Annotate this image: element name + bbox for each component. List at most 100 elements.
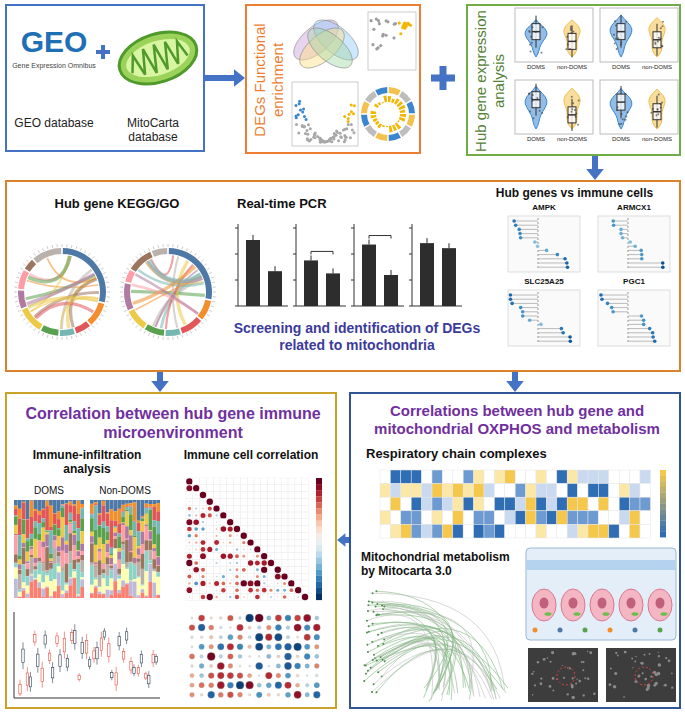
stack-segment bbox=[34, 511, 38, 522]
correlation-dot bbox=[202, 508, 204, 510]
stack-segment bbox=[14, 579, 18, 598]
stack-segment bbox=[49, 581, 53, 596]
chord-tick bbox=[30, 325, 32, 327]
stack-segment bbox=[30, 573, 34, 575]
stack-segment bbox=[69, 585, 73, 598]
stack-segment bbox=[94, 505, 98, 529]
box bbox=[152, 654, 154, 663]
heatmap-cell bbox=[422, 470, 432, 484]
correlation-dot bbox=[215, 514, 217, 516]
data-point bbox=[660, 103, 662, 105]
stack-segment bbox=[149, 510, 153, 531]
correlation-dot bbox=[209, 569, 211, 571]
box bbox=[568, 107, 576, 123]
chord-tick bbox=[140, 328, 142, 330]
stack-segment bbox=[156, 511, 160, 521]
stack-segment bbox=[26, 597, 30, 599]
data-point bbox=[661, 45, 663, 47]
dot bbox=[639, 249, 643, 253]
bubble bbox=[238, 654, 242, 658]
stack-segment bbox=[113, 500, 117, 511]
matrix-cell bbox=[281, 512, 288, 519]
stack-segment bbox=[45, 506, 49, 530]
color-scale bbox=[660, 470, 666, 476]
heatmap-cell bbox=[390, 470, 400, 484]
dot bbox=[536, 244, 540, 248]
box bbox=[41, 668, 43, 681]
bubble bbox=[210, 664, 213, 667]
matrix-cell bbox=[281, 546, 288, 553]
whisker bbox=[27, 667, 28, 691]
matrix-cell bbox=[220, 498, 227, 505]
bubble bbox=[315, 616, 319, 620]
box bbox=[59, 655, 61, 666]
chord-tick bbox=[66, 337, 67, 340]
matrix-cell bbox=[261, 573, 268, 580]
heatmap-cell bbox=[640, 484, 650, 498]
error-bar bbox=[311, 255, 312, 260]
violin bbox=[525, 86, 547, 129]
bubble bbox=[267, 693, 270, 696]
stack-segment bbox=[61, 518, 65, 538]
chord-segment bbox=[33, 248, 61, 263]
stack-segment bbox=[145, 504, 149, 508]
correlation-dot bbox=[216, 556, 217, 557]
correlation-dot bbox=[269, 589, 272, 592]
outer-membrane bbox=[113, 23, 204, 93]
box bbox=[653, 104, 661, 120]
whisker bbox=[86, 634, 87, 659]
data-point bbox=[661, 25, 663, 27]
chord-segment bbox=[25, 260, 36, 272]
matrix-cell bbox=[261, 512, 268, 519]
stack-segment bbox=[53, 591, 57, 598]
stacked-bar-chart bbox=[90, 500, 160, 598]
stack-segment bbox=[129, 507, 133, 515]
box bbox=[145, 674, 147, 678]
matrix-cell bbox=[220, 566, 227, 573]
correlation-dot bbox=[194, 582, 198, 586]
dot bbox=[545, 249, 549, 253]
correlation-dot bbox=[261, 567, 267, 573]
bubble bbox=[209, 644, 214, 649]
correlation-dot bbox=[209, 556, 210, 557]
lollipop-chart bbox=[598, 290, 670, 346]
matrix-cell bbox=[274, 580, 281, 587]
data-point bbox=[619, 123, 621, 125]
data-point bbox=[528, 93, 530, 95]
heatmap-cell bbox=[453, 524, 463, 538]
correlation-dot bbox=[235, 588, 239, 592]
data-point bbox=[572, 30, 574, 32]
matrix-cell bbox=[247, 587, 254, 594]
zero-line bbox=[628, 218, 629, 270]
bubble bbox=[255, 633, 263, 641]
stack-segment bbox=[18, 590, 22, 592]
matrix-cell bbox=[281, 485, 288, 492]
heatmap-cell bbox=[630, 484, 640, 498]
heatmap-cell bbox=[557, 484, 567, 498]
matrix-cell bbox=[200, 573, 207, 580]
matrix-cell bbox=[288, 594, 295, 601]
matrix-cell bbox=[268, 539, 275, 546]
heatmap-cell bbox=[474, 470, 484, 484]
stack-segment bbox=[121, 544, 125, 551]
data-point bbox=[295, 123, 298, 126]
heatmap-cell bbox=[640, 497, 650, 511]
dot bbox=[653, 339, 657, 343]
stack-segment bbox=[133, 522, 137, 536]
correlation-dot bbox=[216, 576, 218, 578]
matrix-cell bbox=[295, 553, 302, 560]
data-point bbox=[530, 36, 532, 38]
matrix-cell bbox=[206, 566, 213, 573]
stack-segment bbox=[69, 524, 73, 533]
correlation-dot bbox=[270, 582, 272, 584]
stack-segment bbox=[156, 534, 160, 556]
boxplot-panel bbox=[600, 80, 678, 134]
stack-segment bbox=[80, 500, 84, 504]
error-bar bbox=[391, 270, 392, 275]
stack-segment bbox=[106, 597, 110, 599]
correlation-dot bbox=[230, 549, 231, 550]
heatmap-cell bbox=[567, 484, 577, 498]
chord-tick bbox=[75, 246, 77, 249]
chord-ribbon bbox=[61, 297, 99, 329]
stack-segment bbox=[49, 569, 53, 570]
